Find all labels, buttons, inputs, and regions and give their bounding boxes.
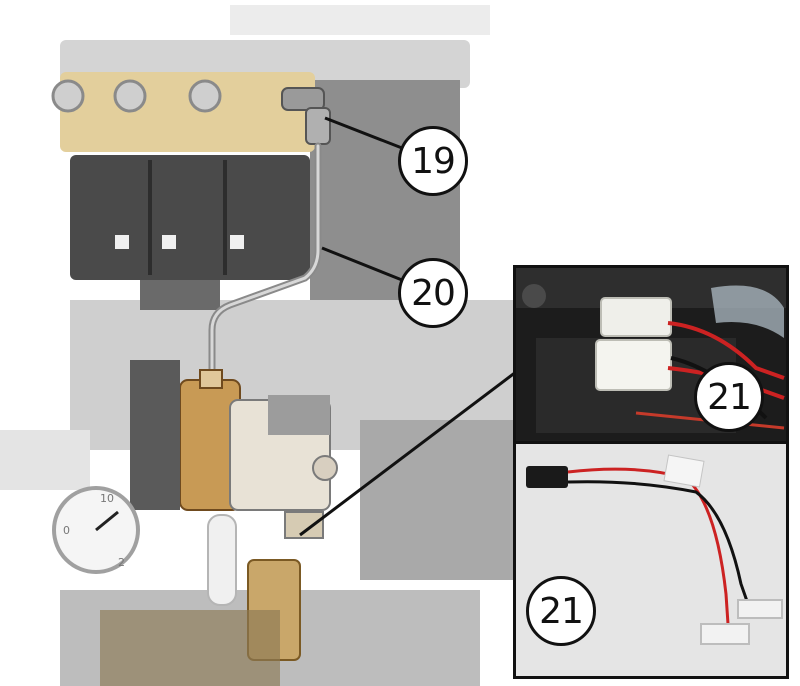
callout-19: 19 <box>398 126 468 196</box>
gauge-tick-bottom: 2 <box>118 556 125 569</box>
push-fitting-3 <box>188 79 222 113</box>
push-fitting-1 <box>51 79 85 113</box>
harness-terminal-2 <box>737 599 783 619</box>
leader-21 <box>299 370 517 537</box>
coil-base <box>140 280 220 310</box>
valve-manifold <box>60 72 315 152</box>
solenoid-coils <box>70 155 310 280</box>
connector-lower <box>595 339 672 391</box>
callout-21-harness: 21 <box>526 576 596 646</box>
top-fitting <box>230 5 490 35</box>
harness-plug <box>526 466 568 488</box>
leader-20 <box>321 246 403 282</box>
valve-bracket <box>130 360 180 510</box>
gauge-tick-top: 10 <box>100 492 114 505</box>
harness-black-wire <box>567 480 750 605</box>
lower-frame <box>360 420 520 580</box>
harness-label-tag <box>663 454 705 488</box>
gauge-needle <box>95 510 119 532</box>
elbow-fitting <box>281 87 325 111</box>
left-pipe <box>0 430 90 490</box>
callout-20: 20 <box>398 258 468 328</box>
push-fitting-2 <box>113 79 147 113</box>
callout-21-installed: 21 <box>694 362 764 432</box>
connector-upper <box>600 297 672 337</box>
solenoid-connector <box>284 511 324 539</box>
leader-19 <box>324 116 403 150</box>
installed-red-wire <box>667 321 785 380</box>
white-hose <box>207 514 237 606</box>
harness-terminal-1 <box>700 623 750 645</box>
inset-cable-harness <box>513 441 789 679</box>
gauge-tick-left: 0 <box>63 524 70 537</box>
